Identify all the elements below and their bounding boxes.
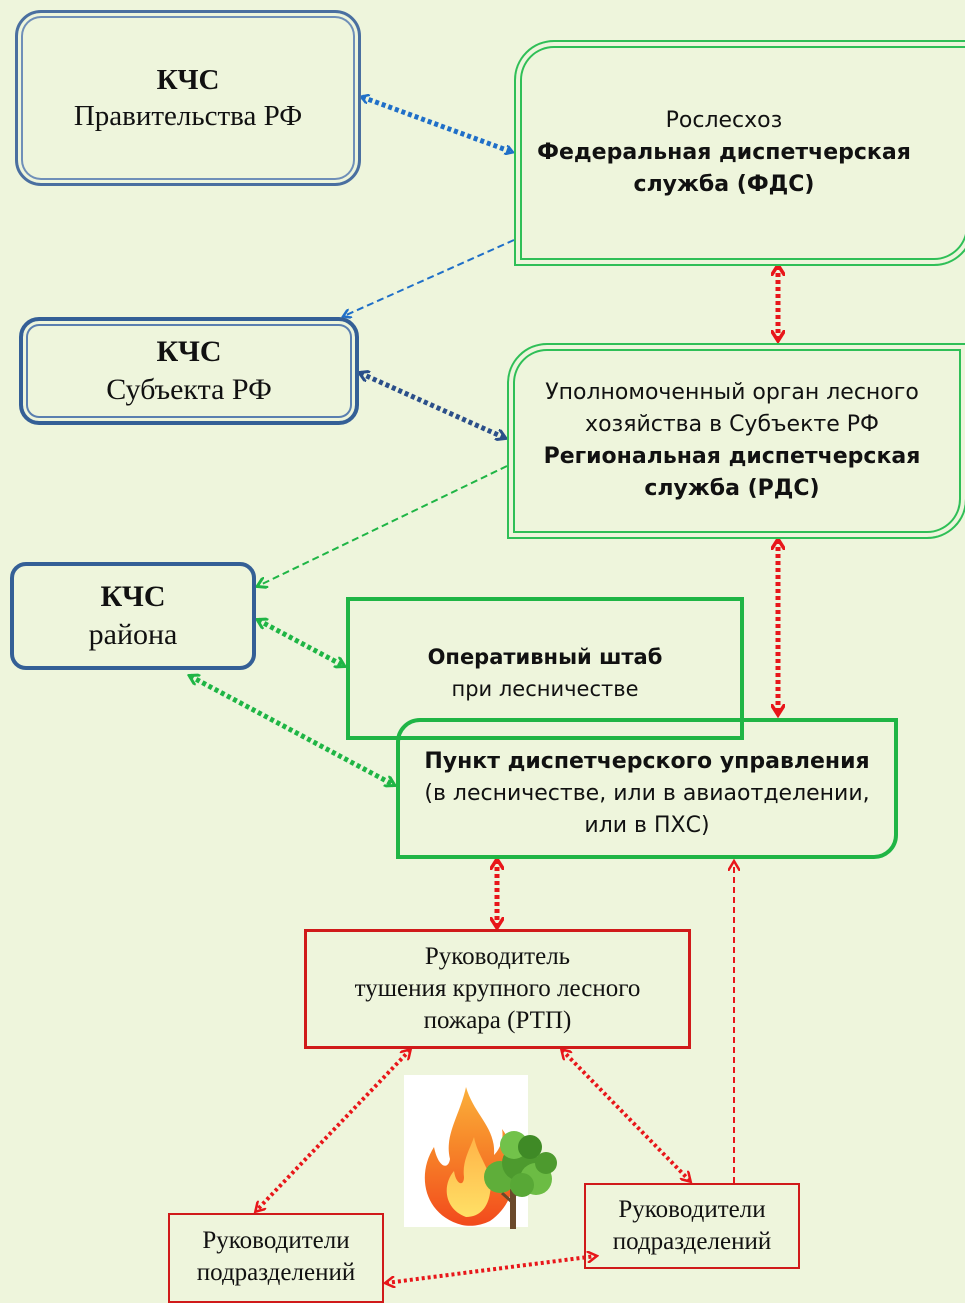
rtp-line2: тушения крупного лесного <box>354 975 641 1002</box>
arrow-rds-kcs-district <box>258 465 508 586</box>
rtp-line3: пожара (РТП) <box>423 1007 572 1034</box>
node-units-left: Руководители подразделений <box>168 1213 384 1303</box>
node-kcs-government: КЧС Правительства РФ <box>15 10 361 186</box>
fds-line1: Рослесхоз <box>665 108 783 133</box>
rtp-line1: Руководитель <box>424 943 571 970</box>
node-units-right: Руководители подразделений <box>584 1183 800 1269</box>
units-left-line1: Руководители <box>202 1227 350 1254</box>
node-kcs-subject: КЧС Субъекта РФ <box>19 317 359 425</box>
arrow-kcs-subject-rds <box>360 373 505 438</box>
arrow-kcs-district-punkt <box>190 676 394 785</box>
units-left-line2: подразделений <box>196 1259 356 1286</box>
kcs-district-title: КЧС <box>100 580 166 613</box>
node-operational-hq: Оперативный штаб при лесничестве <box>346 597 744 740</box>
units-right-line2: подразделений <box>612 1228 772 1255</box>
rds-line1: Уполномоченный орган лесного <box>545 380 919 405</box>
punkt-line1: Пункт диспетчерского управления <box>424 749 870 774</box>
node-rtp: Руководитель тушения крупного лесного по… <box>304 929 691 1049</box>
kcs-subject-subtitle: Субъекта РФ <box>106 373 272 406</box>
arrow-rtp-units-right <box>562 1050 690 1181</box>
punkt-line2: (в лесничестве, или в авиаотделении, <box>424 781 870 806</box>
arrow-kcs-district-shtab <box>258 620 344 666</box>
kcs-government-title: КЧС <box>156 64 220 96</box>
arrow-rtp-units-left <box>256 1050 410 1211</box>
fds-line3: служба (ФДС) <box>633 172 815 197</box>
punkt-line3: или в ПХС) <box>584 813 710 838</box>
fds-line2: Федеральная диспетчерская <box>537 140 911 165</box>
shtab-line2: при лесничестве <box>451 677 639 701</box>
kcs-subject-title: КЧС <box>156 335 222 368</box>
rds-line3: Региональная диспетчерская <box>543 444 921 469</box>
kcs-government-subtitle: Правительства РФ <box>73 100 303 132</box>
arrow-fds-kcs-subject <box>344 239 515 316</box>
fire-tree-icon <box>404 1075 564 1235</box>
arrow-kcs-gov-fds <box>362 97 512 152</box>
node-kcs-district: КЧС района <box>10 562 256 670</box>
shtab-line1: Оперативный штаб <box>427 645 663 669</box>
node-dispatch-point: Пункт диспетчерского управления (в лесни… <box>396 718 898 859</box>
rds-line4: служба (РДС) <box>644 476 820 501</box>
node-rds: Уполномоченный орган лесного хозяйства в… <box>507 343 965 539</box>
kcs-district-subtitle: района <box>88 618 178 651</box>
node-fds: Рослесхоз Федеральная диспетчерская служ… <box>514 40 965 266</box>
rds-line2: хозяйства в Субъекте РФ <box>585 412 879 437</box>
arrow-units-left-units-right <box>386 1256 596 1283</box>
units-right-line1: Руководители <box>618 1196 766 1223</box>
